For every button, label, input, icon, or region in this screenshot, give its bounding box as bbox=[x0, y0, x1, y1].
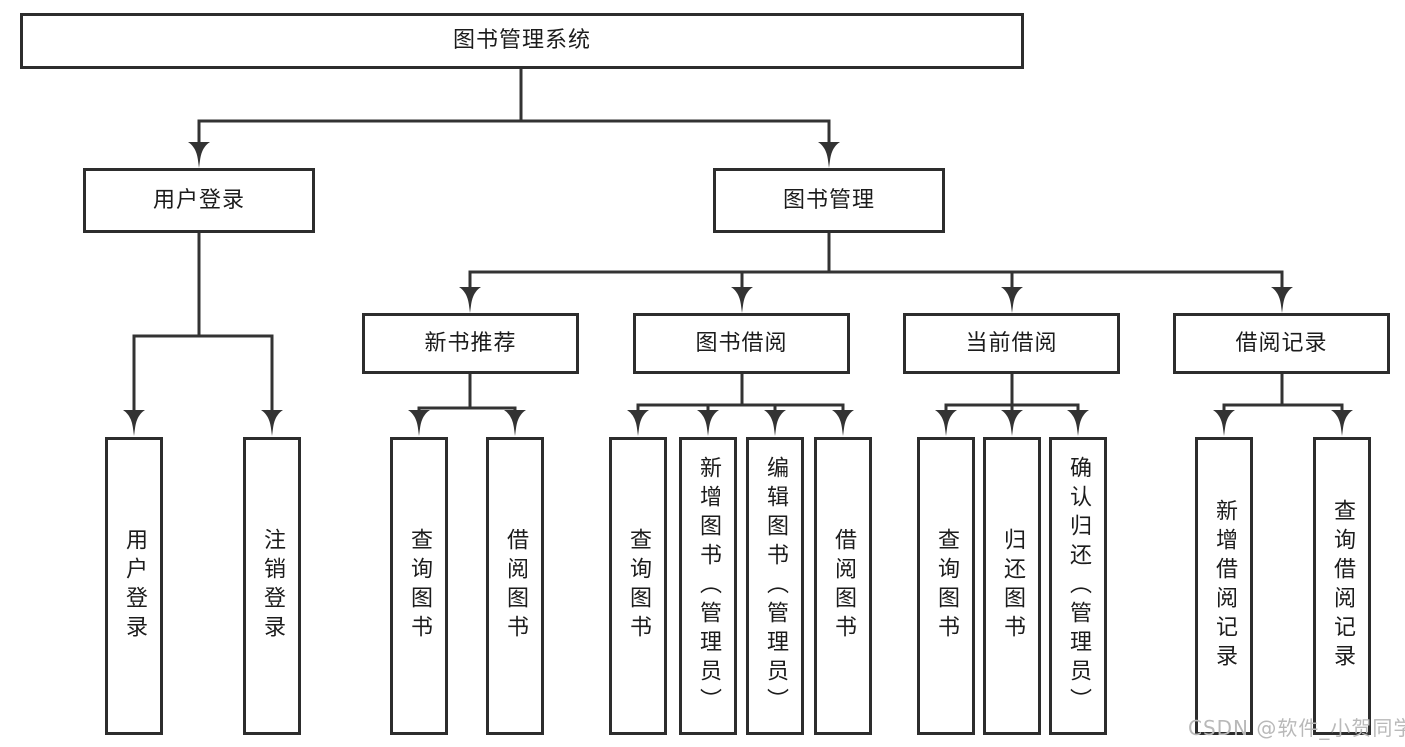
node-user-login-label: 用户登录 bbox=[152, 187, 245, 213]
leaf-borrow-books: 借阅图书 bbox=[814, 437, 872, 735]
leaf-query-books-borrow: 查询图书 bbox=[609, 437, 667, 735]
node-book-management-label: 图书管理 bbox=[782, 187, 875, 213]
node-book-management: 图书管理 bbox=[713, 168, 945, 233]
node-book-borrowing-label: 图书借阅 bbox=[695, 330, 788, 356]
node-library-system-label: 图书管理系统 bbox=[452, 28, 591, 53]
leaf-query-borrow-record: 查询借阅记录 bbox=[1313, 437, 1371, 735]
leaf-query-books-recommend: 查询图书 bbox=[390, 437, 448, 735]
leaf-logout: 注销登录 bbox=[243, 437, 301, 735]
leaf-return-book: 归还图书 bbox=[983, 437, 1041, 735]
leaf-borrow-books-recommend: 借阅图书 bbox=[486, 437, 544, 735]
node-borrowing-records-label: 借阅记录 bbox=[1235, 330, 1328, 356]
node-new-book-recommendation: 新书推荐 bbox=[362, 313, 579, 374]
node-current-borrowing: 当前借阅 bbox=[903, 313, 1120, 374]
node-user-login: 用户登录 bbox=[83, 168, 315, 233]
node-borrowing-records: 借阅记录 bbox=[1173, 313, 1390, 374]
leaf-confirm-return-admin: 确认归还（管理员） bbox=[1049, 437, 1107, 735]
leaf-edit-book-admin: 编辑图书（管理员） bbox=[746, 437, 804, 735]
leaf-add-book-admin: 新增图书（管理员） bbox=[679, 437, 737, 735]
node-current-borrowing-label: 当前借阅 bbox=[965, 330, 1058, 356]
leaf-add-borrow-record: 新增借阅记录 bbox=[1195, 437, 1253, 735]
node-library-system: 图书管理系统 bbox=[20, 13, 1024, 69]
csdn-watermark: CSDN @软件_小贺同学 bbox=[1188, 716, 1405, 740]
leaf-query-books-current: 查询图书 bbox=[917, 437, 975, 735]
node-book-borrowing: 图书借阅 bbox=[633, 313, 850, 374]
leaf-user-login: 用户登录 bbox=[105, 437, 163, 735]
node-new-book-recommendation-label: 新书推荐 bbox=[424, 330, 517, 356]
